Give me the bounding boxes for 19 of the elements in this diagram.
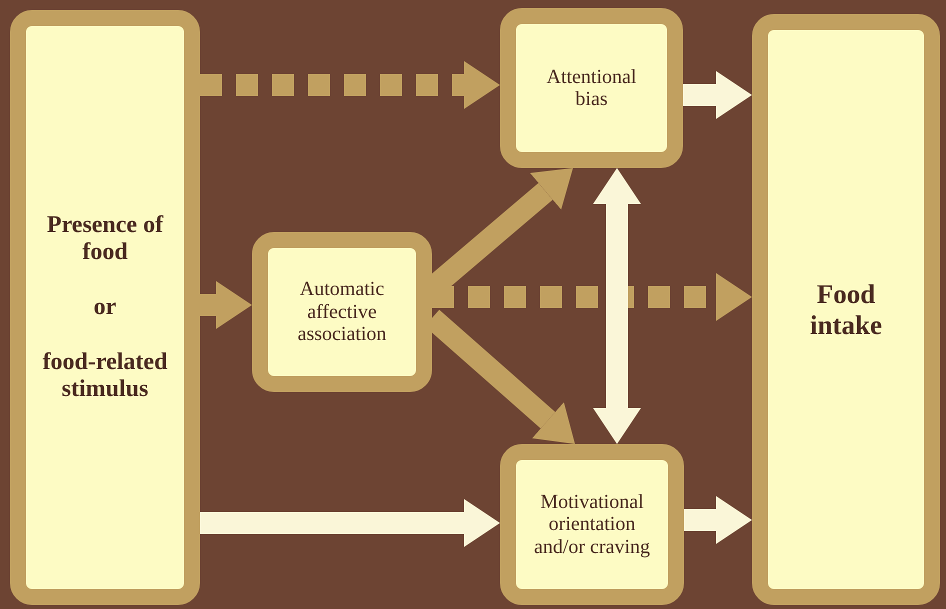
double-arrow: [593, 168, 641, 444]
heading-text: or: [94, 294, 116, 321]
node-text: Attentional bias: [546, 66, 638, 110]
node-text: Automatic affective association: [296, 278, 388, 346]
arrow: [683, 71, 752, 119]
heading-text: Food intake: [808, 279, 883, 340]
node-text: Motivational orientation and/or craving: [532, 490, 652, 558]
dotted-arrow: [200, 61, 500, 109]
heading-text: food-related stimulus: [42, 348, 168, 403]
outcome-panel: [752, 14, 940, 605]
arrow: [684, 496, 752, 544]
process-box: [500, 8, 683, 168]
stimulus-panel: [10, 10, 200, 605]
process-box: [252, 232, 432, 392]
dotted-arrow: [432, 273, 752, 321]
arrow: [200, 499, 500, 547]
process-box: [500, 444, 684, 605]
heading-text: Presence of food: [46, 212, 164, 266]
arrow: [200, 281, 252, 329]
